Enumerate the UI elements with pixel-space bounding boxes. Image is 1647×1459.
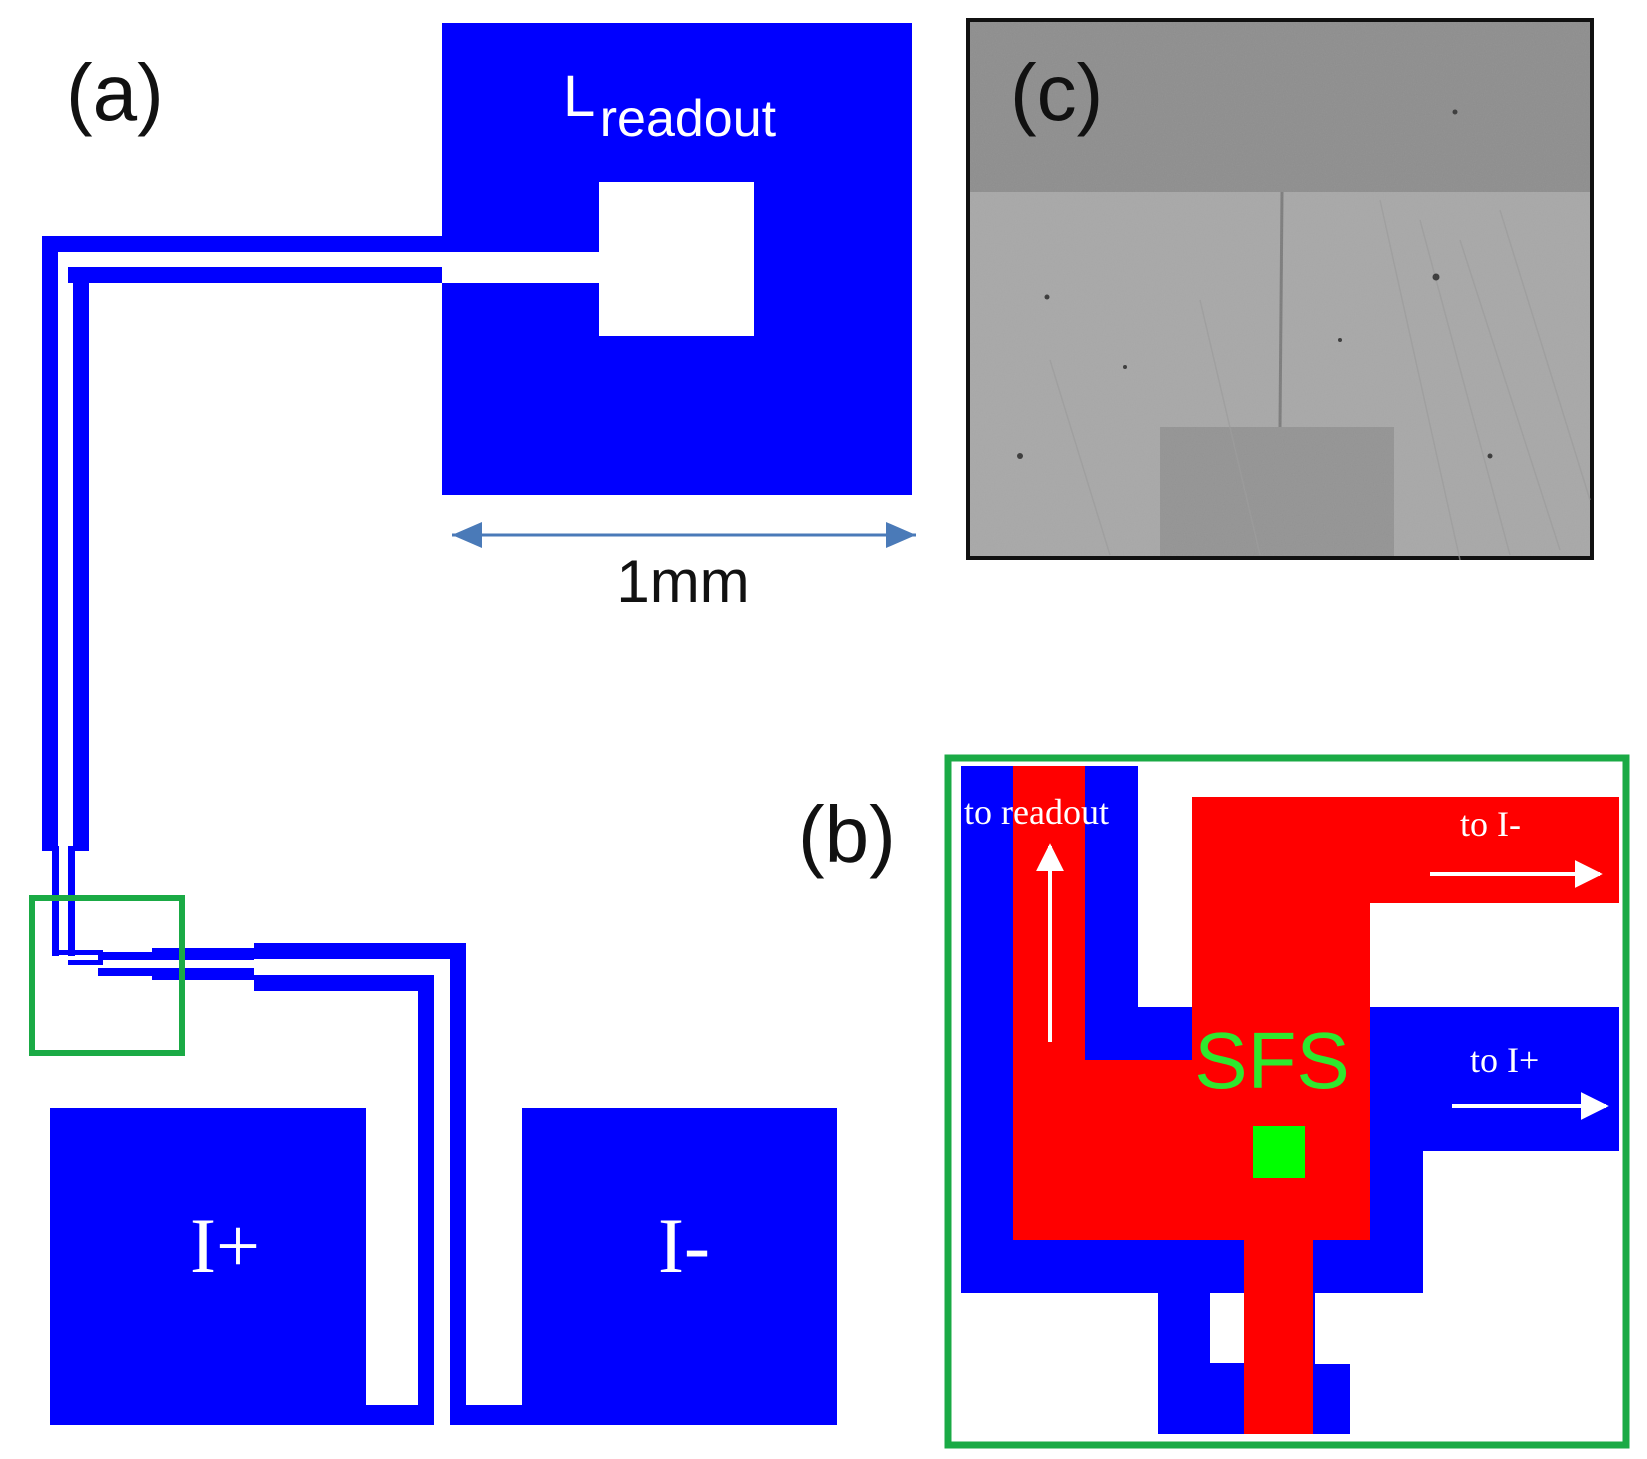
i-plus-pad: I+ bbox=[50, 1108, 366, 1425]
current-leads bbox=[98, 943, 522, 1425]
readout-pad bbox=[442, 23, 912, 495]
scale-bar-arrowhead-left bbox=[452, 522, 482, 548]
to-i-plus-label: to I+ bbox=[1470, 1040, 1539, 1080]
panel-c: (c) bbox=[966, 18, 1594, 561]
to-readout-label: to readout bbox=[964, 792, 1109, 832]
readout-label: L readout bbox=[563, 64, 777, 148]
sfs-label: SFS bbox=[1194, 1016, 1350, 1105]
readout-pad-shape bbox=[442, 23, 912, 495]
scale-bar-arrowhead-right bbox=[886, 522, 916, 548]
i-minus-pad: I- bbox=[522, 1108, 837, 1425]
blue-left-strip bbox=[961, 766, 1013, 1293]
scale-bar-label: 1mm bbox=[616, 548, 749, 615]
i-plus-label: I+ bbox=[190, 1202, 260, 1289]
panel-b: (b) SFS to readout to I- to I+ bbox=[798, 754, 1630, 1449]
junction-highlight-box bbox=[29, 895, 185, 1056]
blue-bottom-gap bbox=[1210, 1293, 1248, 1363]
micrograph-grain bbox=[970, 22, 1590, 556]
to-i-minus-label: to I- bbox=[1460, 804, 1521, 844]
red-readout-lead bbox=[1013, 766, 1619, 1434]
detail-red-layer bbox=[1013, 766, 1619, 1434]
i-minus-label: I- bbox=[658, 1202, 710, 1289]
readout-lead bbox=[42, 236, 442, 965]
panel-b-label: (b) bbox=[798, 790, 896, 879]
scale-bar: 1mm bbox=[452, 522, 916, 615]
panel-a-label: (a) bbox=[66, 48, 164, 137]
readout-label-main: L bbox=[563, 64, 595, 129]
panel-c-label: (c) bbox=[1010, 48, 1103, 137]
panel-a: I+ I- L readout 1mm (a) bbox=[29, 23, 916, 1425]
sfs-junction bbox=[1253, 1126, 1305, 1178]
readout-label-sub: readout bbox=[600, 90, 777, 148]
